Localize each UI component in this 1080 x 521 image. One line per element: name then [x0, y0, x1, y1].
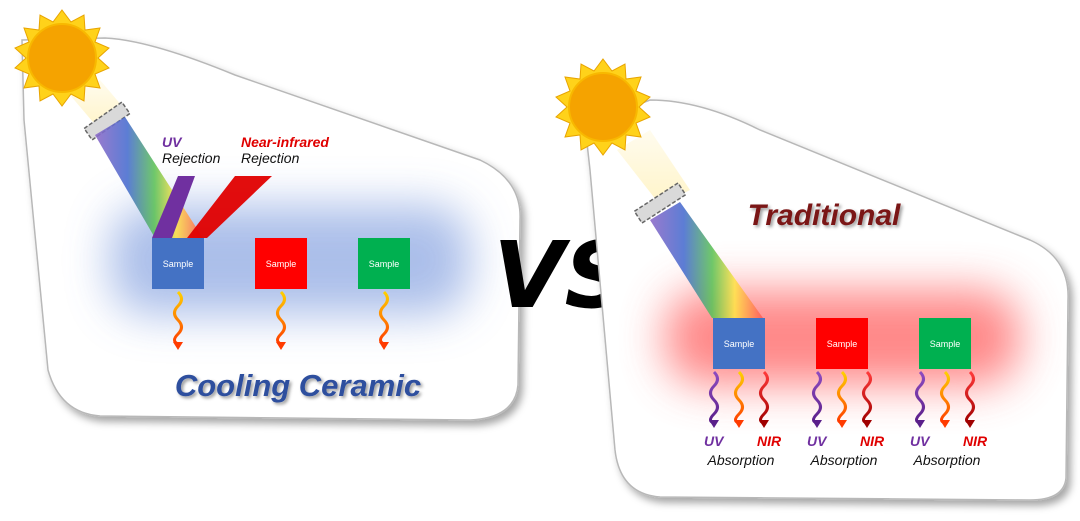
sample-box: [919, 318, 971, 369]
nir-label: Near-infrared: [241, 134, 329, 150]
right-sample-3: Sample: [919, 318, 971, 369]
absorption-label: Absorption: [810, 452, 878, 468]
absorption-label: Absorption: [707, 452, 775, 468]
heat-wave: [379, 290, 389, 346]
heat-wave: [940, 370, 950, 425]
arrow-head: [379, 342, 389, 350]
sample-label: Sample: [266, 259, 297, 269]
absorption-label: Absorption: [913, 452, 981, 468]
nir-wave: [759, 370, 769, 425]
uv-label: UV: [162, 134, 183, 150]
heat-arrows: [173, 290, 389, 346]
uv-rejection-beam: [152, 176, 195, 238]
sample-box: [255, 238, 307, 289]
heat-wave: [173, 290, 183, 346]
sample-label: Sample: [827, 339, 858, 349]
nir-rejection-beam: [187, 176, 272, 238]
heat-wave: [276, 290, 286, 346]
absorption-waves-2: [812, 370, 872, 425]
nir-label: NIR: [757, 433, 782, 449]
sample-label: Sample: [369, 259, 400, 269]
left-panel: UV Rejection Near-infrared Rejection Sam…: [14, 9, 521, 421]
traditional-title: Traditional: [748, 199, 901, 232]
right-sample-1: Sample: [713, 318, 765, 369]
nir-label: NIR: [860, 433, 885, 449]
uv-wave: [812, 370, 822, 425]
sample-box: [152, 238, 204, 289]
left-sample-2: Sample: [255, 238, 307, 289]
uv-label: UV: [807, 433, 828, 449]
sample-box: [358, 238, 410, 289]
heat-wave: [837, 370, 847, 425]
nir-rejection-label: Rejection: [241, 150, 300, 166]
uv-wave: [915, 370, 925, 425]
sample-label: Sample: [163, 259, 194, 269]
absorption-waves-1: [709, 370, 769, 425]
nir-wave: [965, 370, 975, 425]
arrow-head: [276, 342, 286, 350]
nir-wave: [862, 370, 872, 425]
cooling-ceramic-title: Cooling Ceramic: [175, 368, 421, 403]
prism-filter: [633, 181, 687, 225]
sample-label: Sample: [930, 339, 961, 349]
sample-box: [713, 318, 765, 369]
left-sample-1: Sample: [152, 238, 204, 289]
absorption-waves-3: [915, 370, 975, 425]
sample-box: [816, 318, 868, 369]
left-sample-3: Sample: [358, 238, 410, 289]
spectrum-beam: [650, 202, 763, 318]
uv-rejection-label: Rejection: [162, 150, 221, 166]
prism-filter: [83, 101, 131, 141]
nir-label: NIR: [963, 433, 988, 449]
uv-wave: [709, 370, 719, 425]
sample-label: Sample: [724, 339, 755, 349]
heat-wave: [734, 370, 744, 425]
right-panel: Traditional Sample Sample Sample: [555, 58, 1069, 501]
arrow-head: [173, 342, 183, 350]
right-sample-2: Sample: [816, 318, 868, 369]
uv-label: UV: [704, 433, 725, 449]
uv-label: UV: [910, 433, 931, 449]
arrow-heads: [709, 420, 975, 428]
